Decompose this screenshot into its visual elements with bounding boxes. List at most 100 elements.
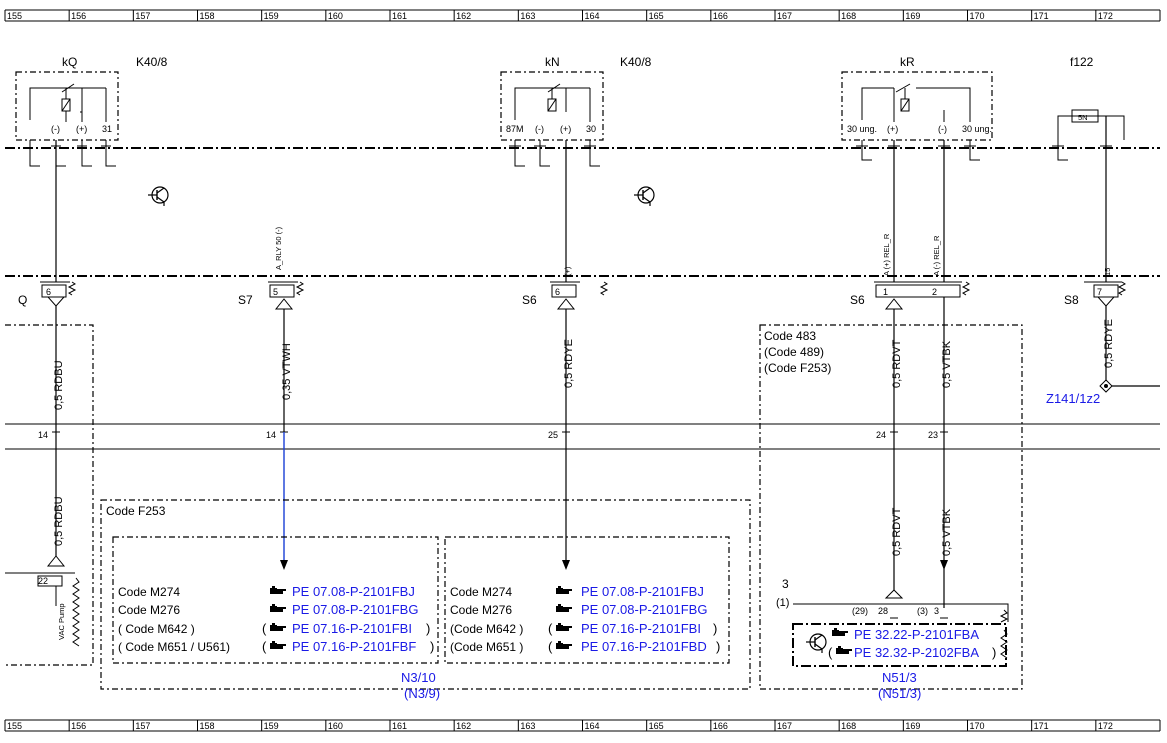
svg-text:(: ( xyxy=(828,645,833,660)
right-ref-4[interactable]: PE 07.16-P-2101FBD xyxy=(581,639,707,654)
svg-text:): ) xyxy=(713,621,717,636)
right-ref-2[interactable]: PE 07.08-P-2101FBG xyxy=(581,602,707,617)
right-code-1: Code M274 xyxy=(450,585,512,599)
scale-label: 165 xyxy=(649,11,664,21)
connector-s6-right: S6 xyxy=(850,293,865,307)
n3-label[interactable]: N3/10 xyxy=(401,670,436,685)
scale-label: 170 xyxy=(970,721,985,731)
relay-kq-label: kQ xyxy=(62,55,77,69)
kn-pin-87m: 87M xyxy=(506,124,524,134)
relay-kn[interactable]: kN K40/8 87M (-) (+) 30 xyxy=(500,55,652,167)
scale-label: 165 xyxy=(649,721,664,731)
relay-kn-label: kN xyxy=(545,55,560,69)
fuse-f122[interactable]: f122 5N 15 7 S8 0,5 RDYE Z141/1z2 xyxy=(1046,55,1160,406)
scale-label: 167 xyxy=(777,11,792,21)
left-ref-1[interactable]: PE 07.08-P-2101FBJ xyxy=(292,584,415,599)
s7-pin: 5 xyxy=(273,287,278,297)
scale-label: 156 xyxy=(71,721,86,731)
relay-kr-label: kR xyxy=(900,55,915,69)
s6-signal: (+) xyxy=(563,266,572,276)
scale-label: 157 xyxy=(135,11,150,21)
scale-label: 162 xyxy=(456,721,471,731)
wire-s6-middle[interactable]: (+) 6 S6 0,5 RDYE 25 xyxy=(522,140,608,570)
z141-link[interactable]: Z141/1z2 xyxy=(1046,391,1100,406)
s6b-pin-1: 1 xyxy=(883,287,888,297)
hand-pointer-icon xyxy=(270,586,286,594)
svg-text:(: ( xyxy=(548,621,553,636)
svg-text:): ) xyxy=(992,645,996,660)
wire-q[interactable]: 6 Q 0,5 RDBU 14 0,5 RDBU xyxy=(18,140,76,567)
vac-pump-box: 22 VAC Pump xyxy=(5,324,94,666)
scale-label: 163 xyxy=(520,11,535,21)
wire-vtbk-label-lower: 0,5 VTBK xyxy=(941,508,953,556)
left-code-3: ( Code M642 ) xyxy=(118,622,195,636)
relay-kq[interactable]: kQ K40/8 (-) (+) 31 xyxy=(15,55,168,167)
n51-pin-a: (29) xyxy=(852,606,868,616)
vac-pin: 22 xyxy=(38,576,48,586)
svg-text:(: ( xyxy=(262,639,267,654)
kn-pin-minus: (-) xyxy=(535,124,544,134)
n51-label-alt[interactable]: (N51/3) xyxy=(878,686,921,701)
left-ref-4[interactable]: PE 07.16-P-2101FBF xyxy=(292,639,416,654)
n51-pin-d: 3 xyxy=(934,606,939,616)
kr-pin-30ung-right: 30 ung. xyxy=(962,124,992,134)
scale-label: 158 xyxy=(200,721,215,731)
left-code-1: Code M274 xyxy=(118,585,180,599)
n51-ref-1[interactable]: PE 32.22-P-2101FBA xyxy=(854,627,979,642)
scale-label: 155 xyxy=(7,11,22,21)
hand-pointer-icon xyxy=(556,641,572,649)
bus-pin-5: 23 xyxy=(928,430,938,440)
svg-text:): ) xyxy=(716,639,720,654)
scale-label: 169 xyxy=(905,721,920,731)
s6b-signal-1: A (+) REL_R xyxy=(882,233,891,276)
s6b-signal-2: A (-) REL_R xyxy=(932,235,941,276)
code-483-area: Code 483 (Code 489) (Code F253) xyxy=(759,324,1023,690)
right-code-4: (Code M651 ) xyxy=(450,640,523,654)
left-code-4: ( Code M651 / U561) xyxy=(118,640,230,654)
bus-pin-2: 14 xyxy=(266,430,276,440)
kn-pin-30: 30 xyxy=(586,124,596,134)
svg-text:): ) xyxy=(426,621,430,636)
scale-label: 160 xyxy=(328,721,343,731)
code-f253-area: Code F253 Code M274 Code M276 ( Code M64… xyxy=(100,499,751,701)
bus-pin-4: 24 xyxy=(876,430,886,440)
right-ref-1[interactable]: PE 07.08-P-2101FBJ xyxy=(581,584,704,599)
wire-s6-right[interactable]: A (+) REL_R A (-) REL_R 1 2 S6 0,5 RDVT … xyxy=(850,140,970,608)
s7-signal: A_RLY 50 (-) xyxy=(274,226,283,270)
n51-pin-b: 28 xyxy=(878,606,888,616)
connector-s8: S8 xyxy=(1064,293,1079,307)
wire-q-label: 0,5 RDBU xyxy=(53,360,65,410)
scale-label: 161 xyxy=(392,11,407,21)
right-code-3: (Code M642 ) xyxy=(450,622,523,636)
code-483-line3: (Code F253) xyxy=(764,361,831,375)
connector-q: Q xyxy=(18,293,27,307)
svg-text:(: ( xyxy=(262,621,267,636)
kq-pin-minus: (-) xyxy=(51,124,60,134)
scale-label: 169 xyxy=(905,11,920,21)
s8-pin: 7 xyxy=(1097,287,1102,297)
scale-label: 159 xyxy=(264,721,279,731)
left-ref-2[interactable]: PE 07.08-P-2101FBG xyxy=(292,602,418,617)
relay-kq-device: K40/8 xyxy=(136,55,168,69)
n3-label-alt[interactable]: (N3/9) xyxy=(404,686,440,701)
scale-label: 164 xyxy=(585,721,600,731)
n51-ref-2[interactable]: PE 32.32-P-2102FBA xyxy=(854,645,979,660)
n51-pin-c: (3) xyxy=(917,606,928,616)
ground-transistor-icon-2 xyxy=(633,186,655,207)
svg-text:(: ( xyxy=(548,639,553,654)
left-ref-3[interactable]: PE 07.16-P-2101FBI xyxy=(292,621,412,636)
n51-label[interactable]: N51/3 xyxy=(882,670,917,685)
n51-transistor-icon xyxy=(805,633,827,654)
scale-label: 168 xyxy=(841,11,856,21)
bus-pin-3: 25 xyxy=(548,430,558,440)
right-ref-3[interactable]: PE 07.16-P-2101FBI xyxy=(581,621,701,636)
scale-label: 156 xyxy=(71,11,86,21)
relay-kr[interactable]: kR 30 ung. (+) (-) 30 ung. xyxy=(841,55,993,161)
fuse-rating: 5N xyxy=(1078,113,1088,122)
wire-s7[interactable]: A_RLY 50 (-) 5 S7 0,35 VTWH 14 xyxy=(238,226,304,570)
scale-label: 162 xyxy=(456,11,471,21)
scale-label: 170 xyxy=(970,11,985,21)
hand-pointer-icon xyxy=(832,628,848,636)
